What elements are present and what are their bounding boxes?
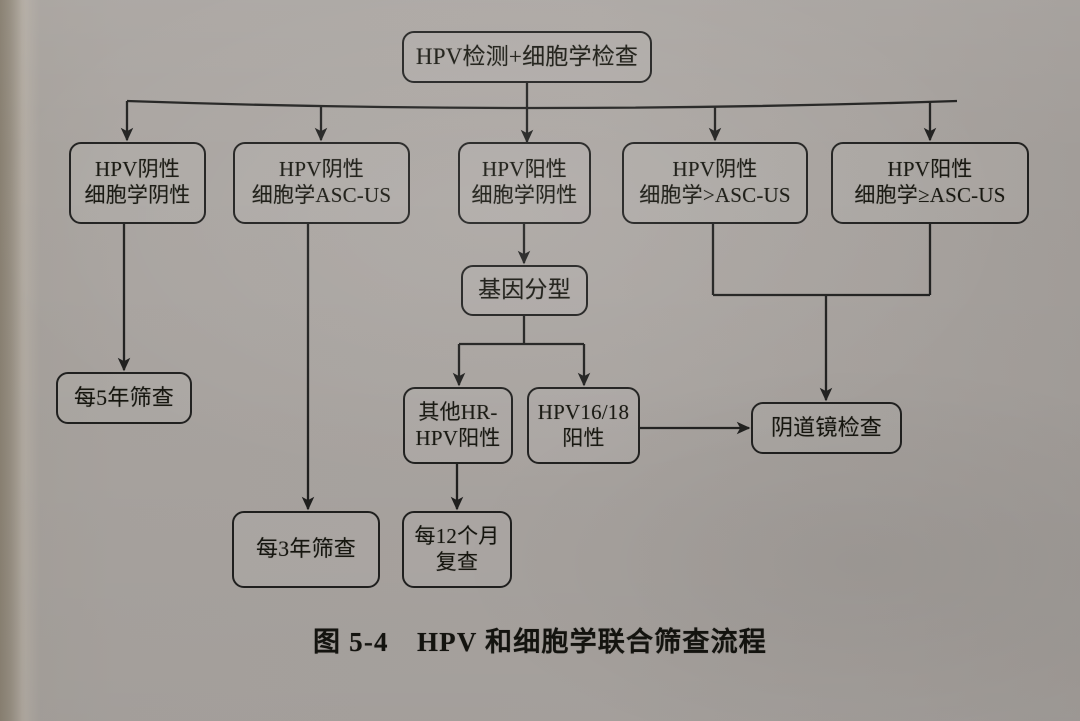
node-hpv-pos-cyto-neg-label: HPV阳性 细胞学阴性 bbox=[471, 157, 578, 207]
figure-caption: 图 5-4 HPV 和细胞学联合筛查流程 bbox=[313, 627, 767, 657]
node-genotyping-label: 基因分型 bbox=[478, 277, 571, 303]
node-colposcopy[interactable]: 阴道镜检查 bbox=[751, 402, 902, 454]
node-hpv-neg-cyto-neg[interactable]: HPV阴性 细胞学阴性 bbox=[69, 142, 206, 224]
node-hpv-16-18-positive[interactable]: HPV16/18 阳性 bbox=[527, 387, 640, 464]
node-hpv-neg-cyto-ascus-label: HPV阴性 细胞学ASC-US bbox=[251, 157, 392, 207]
node-screen-every-3-years-label: 每3年筛查 bbox=[255, 536, 356, 562]
node-colposcopy-label: 阴道镜检查 bbox=[770, 414, 882, 440]
node-hpv-neg-cyto-neg-label: HPV阴性 细胞学阴性 bbox=[84, 157, 191, 207]
node-hpv-neg-cyto-ascus[interactable]: HPV阴性 细胞学ASC-US bbox=[233, 142, 410, 224]
node-other-hr-hpv-positive-label: 其他HR- HPV阳性 bbox=[415, 399, 501, 450]
node-screen-every-5-years[interactable]: 每5年筛查 bbox=[56, 372, 192, 424]
node-screen-every-3-years[interactable]: 每3年筛查 bbox=[232, 511, 380, 588]
node-hpv-pos-cyto-ge-ascus[interactable]: HPV阳性 细胞学≥ASC-US bbox=[831, 142, 1029, 224]
node-hpv-neg-cyto-gt-ascus[interactable]: HPV阴性 细胞学>ASC-US bbox=[622, 142, 808, 224]
node-hpv-neg-cyto-gt-ascus-label: HPV阴性 细胞学>ASC-US bbox=[639, 157, 791, 207]
node-hpv-16-18-positive-label: HPV16/18 阳性 bbox=[537, 399, 630, 450]
node-recheck-every-12-months-label: 每12个月 复查 bbox=[414, 523, 500, 574]
node-screen-every-5-years-label: 每5年筛查 bbox=[73, 384, 174, 410]
node-recheck-every-12-months[interactable]: 每12个月 复查 bbox=[402, 511, 512, 588]
node-hpv-pos-cyto-ge-ascus-label: HPV阳性 细胞学≥ASC-US bbox=[854, 157, 1006, 207]
node-root[interactable]: HPV检测+细胞学检查 bbox=[402, 31, 652, 83]
edge-distribution-bus bbox=[126, 99, 958, 110]
node-genotyping[interactable]: 基因分型 bbox=[461, 265, 588, 316]
node-root-label: HPV检测+细胞学检查 bbox=[415, 43, 639, 69]
node-other-hr-hpv-positive[interactable]: 其他HR- HPV阳性 bbox=[403, 387, 513, 464]
node-hpv-pos-cyto-neg[interactable]: HPV阳性 细胞学阴性 bbox=[458, 142, 591, 224]
